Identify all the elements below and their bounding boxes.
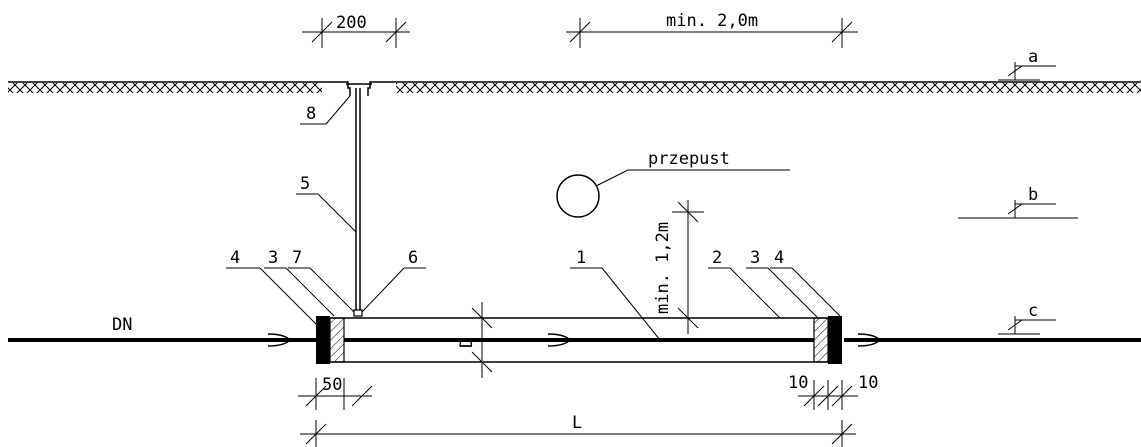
callout-7: 7 <box>288 248 355 313</box>
end-seal-right <box>813 316 842 364</box>
callout-3-left: 3 <box>264 248 335 317</box>
flow-arrows <box>267 333 882 347</box>
dimension-l: L <box>300 413 856 447</box>
callout-label-1: 1 <box>576 248 586 268</box>
callout-label-5: 5 <box>300 174 310 194</box>
callout-4-left: 4 <box>226 248 319 327</box>
dimension-min-1-2m: min. 1,2m <box>653 200 704 334</box>
callout-4-right: 4 <box>770 248 841 317</box>
callout-label-2: 2 <box>712 248 722 268</box>
callout-label-7: 7 <box>292 248 302 268</box>
callout-label-8: 8 <box>306 104 316 124</box>
callout-label-4-right: 4 <box>774 248 784 268</box>
vertical-rod <box>353 88 363 317</box>
label-level-a: a <box>1028 47 1038 67</box>
culvert-symbol: przepust <box>556 149 790 218</box>
label-dim-min-1-2m: min. 1,2m <box>653 222 673 314</box>
dimension-min-2m: min. 2,0m <box>566 11 858 48</box>
callout-label-3-left: 3 <box>268 248 278 268</box>
end-seal-left <box>316 316 345 364</box>
label-dim-10-right: 10 <box>858 373 878 393</box>
dimension-d: D <box>457 302 498 378</box>
label-dim-10-left: 10 <box>788 373 808 393</box>
casing-pipe <box>318 317 842 363</box>
level-marker-c: c <box>998 301 1056 335</box>
label-dim-min-2m: min. 2,0m <box>666 11 758 31</box>
label-dim-200: 200 <box>336 13 367 33</box>
callout-label-4-left: 4 <box>230 248 240 268</box>
label-dim-50: 50 <box>322 375 342 395</box>
ground-surface <box>8 81 1141 93</box>
callout-5: 5 <box>296 174 357 233</box>
callout-1: 1 <box>570 248 661 341</box>
label-level-c: c <box>1028 301 1038 321</box>
callout-8: 8 <box>300 95 351 125</box>
level-marker-b: b <box>958 185 1078 219</box>
label-dim-l: L <box>572 413 582 433</box>
label-level-b: b <box>1028 185 1038 205</box>
callout-6: 6 <box>361 248 426 313</box>
callout-label-6: 6 <box>408 248 418 268</box>
dimension-10-10: 10 10 <box>788 373 878 410</box>
label-przepust: przepust <box>648 149 730 169</box>
label-dn: DN <box>112 315 132 335</box>
callout-2: 2 <box>708 248 781 319</box>
dimension-200: 200 <box>302 13 410 48</box>
dimension-50: 50 <box>298 375 373 410</box>
callout-label-3-right: 3 <box>750 248 760 268</box>
label-dim-d: D <box>457 338 477 348</box>
surface-box-cap <box>322 81 396 96</box>
callout-3-right: 3 <box>746 248 819 319</box>
level-marker-a: a <box>998 47 1056 81</box>
